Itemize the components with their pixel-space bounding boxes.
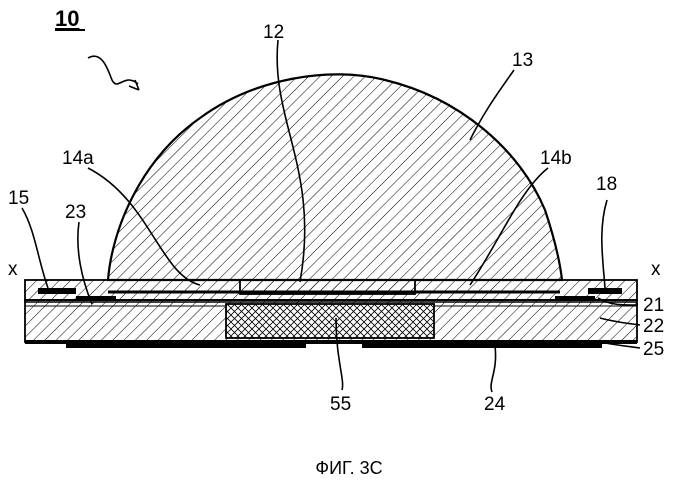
figure-caption: ФИГ. 3С	[315, 458, 382, 478]
label-x-left: x	[8, 259, 18, 280]
label-18: 18	[596, 174, 617, 195]
label-13: 13	[512, 50, 533, 71]
layer-25	[25, 340, 637, 344]
label-22: 22	[643, 316, 664, 337]
electrode-23	[76, 296, 116, 301]
label-25: 25	[643, 339, 664, 360]
label-10: 10	[55, 6, 79, 31]
label-21: 21	[643, 295, 664, 316]
label-12: 12	[263, 22, 284, 43]
label-15: 15	[8, 188, 29, 209]
label-14b: 14b	[540, 148, 572, 169]
label-14a: 14a	[62, 148, 94, 169]
lens-dome	[108, 74, 562, 280]
label-x-right: x	[651, 259, 661, 280]
label-24: 24	[484, 394, 506, 415]
label-23: 23	[65, 202, 86, 223]
electrode-18	[588, 288, 622, 294]
label-55: 55	[330, 394, 351, 415]
electrode-15	[38, 288, 76, 294]
